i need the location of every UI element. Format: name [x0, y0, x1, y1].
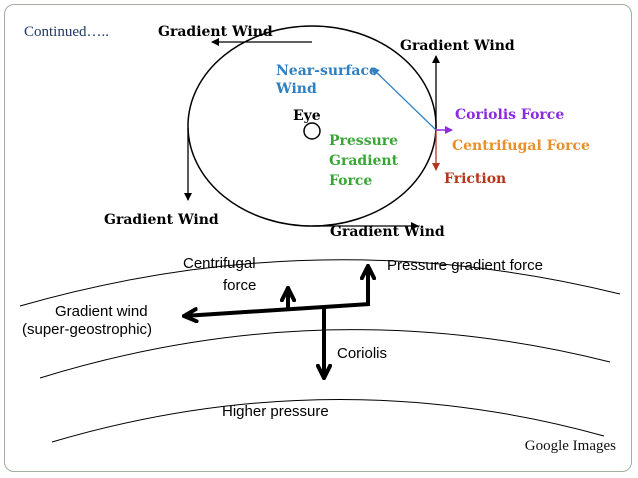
eye-label: Eye	[293, 108, 321, 124]
near-surface-wind-arrow	[371, 67, 437, 131]
eye-circle	[303, 122, 321, 140]
gradient-wind-bottom-label: Gradient Wind	[330, 224, 445, 240]
gradient-wind-right-label: Gradient Wind	[400, 38, 515, 54]
centrifugal-label-1: Centrifugal	[183, 255, 256, 272]
cyclone-circle	[187, 25, 437, 227]
pressure-gradient-label: Pressure gradient force	[387, 257, 543, 274]
source-caption: Google Images	[524, 438, 616, 454]
gradient-wind-arrow	[184, 302, 371, 316]
pgf-label-1: Pressure	[329, 133, 398, 149]
isobar-3	[51, 399, 605, 443]
gradient-wind-top-label: Gradient Wind	[158, 24, 273, 40]
gradient-wind-label-2: (super-geostrophic)	[22, 321, 152, 338]
higher-pressure-label: Higher pressure	[222, 403, 329, 420]
friction-label: Friction	[444, 171, 506, 187]
bottom-diagram: Centrifugal force Pressure gradient forc…	[19, 255, 621, 443]
slide-title: Continued…..	[24, 24, 109, 40]
coriolis-label: Coriolis	[337, 345, 387, 362]
gradient-wind-label-1: Gradient wind	[55, 303, 148, 320]
coriolis-force-label: Coriolis Force	[455, 107, 564, 123]
pgf-label-3: Force	[329, 173, 372, 189]
top-diagram: Gradient Wind Gradient Wind Gradient Win…	[104, 24, 590, 240]
isobar-1	[19, 259, 621, 307]
near-surface-wind-label-2: Wind	[275, 81, 317, 97]
gradient-wind-left-label: Gradient Wind	[104, 212, 219, 228]
centrifugal-label-2: force	[223, 277, 256, 294]
pgf-label-2: Gradient	[329, 153, 399, 169]
near-surface-wind-label-1: Near-surface	[276, 63, 378, 79]
centrifugal-force-label: Centrifugal Force	[452, 138, 590, 154]
slide-frame	[4, 4, 632, 472]
